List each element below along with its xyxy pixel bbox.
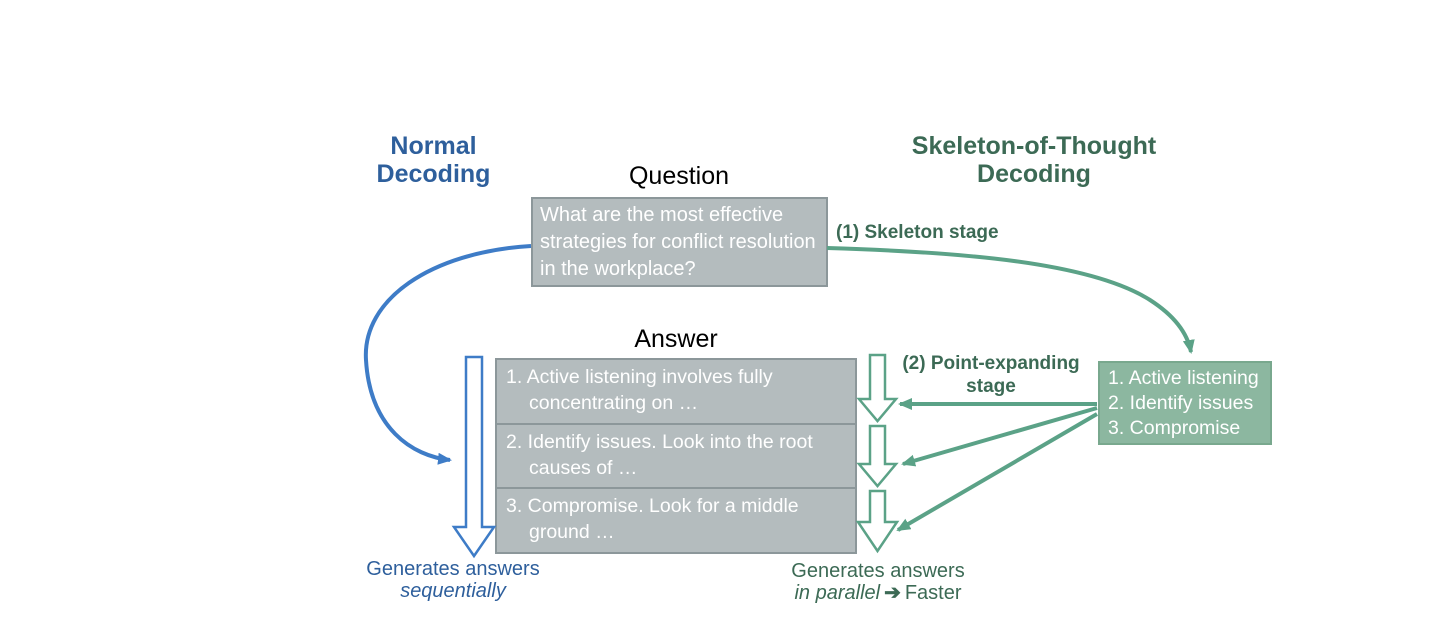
answer-item-2: 2. Identify issues. Look into the root c… [497,425,855,490]
question-box: What are the most effective strategies f… [531,197,828,287]
answer-label: Answer [634,325,718,353]
sequential-caption-line1: Generates answers [366,558,540,580]
expand-hollow-arrow-3 [855,489,900,554]
sot-decoding-title-line2: Decoding [977,160,1091,188]
sot-decoding-title-line1: Skeleton-of-Thought [911,132,1157,160]
faster-arrow-icon: ➔ [884,582,901,604]
parallel-caption-line1: Generates answers [791,560,965,582]
parallel-caption-italic: in parallel [794,582,881,604]
parallel-expand-arrow-2 [901,406,1098,467]
sot-decoding-title: Skeleton-of-Thought Decoding [903,132,1165,188]
question-label: Question [628,162,730,190]
expand-hollow-arrow-1 [856,353,899,423]
answer-item-3: 3. Compromise. Look for a middle ground … [506,495,799,544]
skeleton-item-2: 2. Identify issues [1108,392,1254,414]
skeleton-box: 1. Active listening 2. Identify issues 3… [1098,361,1272,445]
parallel-caption-line2: in parallel➔Faster [778,582,978,604]
answer-box: 1. Active listening involves fully conce… [495,358,857,554]
point-expanding-stage-line2: stage [966,376,1016,397]
sequential-hollow-arrow [451,355,497,559]
point-expanding-stage-label: (2) Point-expanding stage [898,352,1084,398]
skeleton-stage-label: (1) Skeleton stage [836,222,999,243]
normal-decoding-title-line1: Normal [390,132,477,160]
parallel-expand-arrow-3 [896,412,1099,532]
sequential-caption-line2: sequentially [400,580,506,602]
normal-decoding-title: Normal Decoding [351,132,516,188]
skeleton-item-3: 3. Compromise [1108,417,1241,439]
normal-decoding-title-line2: Decoding [376,160,491,188]
parallel-caption: Generates answers in parallel➔Faster [778,560,978,604]
point-expanding-stage-line1: (2) Point-expanding [902,353,1080,374]
expand-hollow-arrow-2 [856,424,899,488]
parallel-caption-faster: Faster [904,582,962,604]
skeleton-stage-curve-arrow [826,246,1195,354]
answer-item-1: 1. Active listening involves fully conce… [497,360,855,425]
skeleton-item-1: 1. Active listening [1108,367,1259,389]
sequential-caption: Generates answers sequentially [363,558,543,602]
